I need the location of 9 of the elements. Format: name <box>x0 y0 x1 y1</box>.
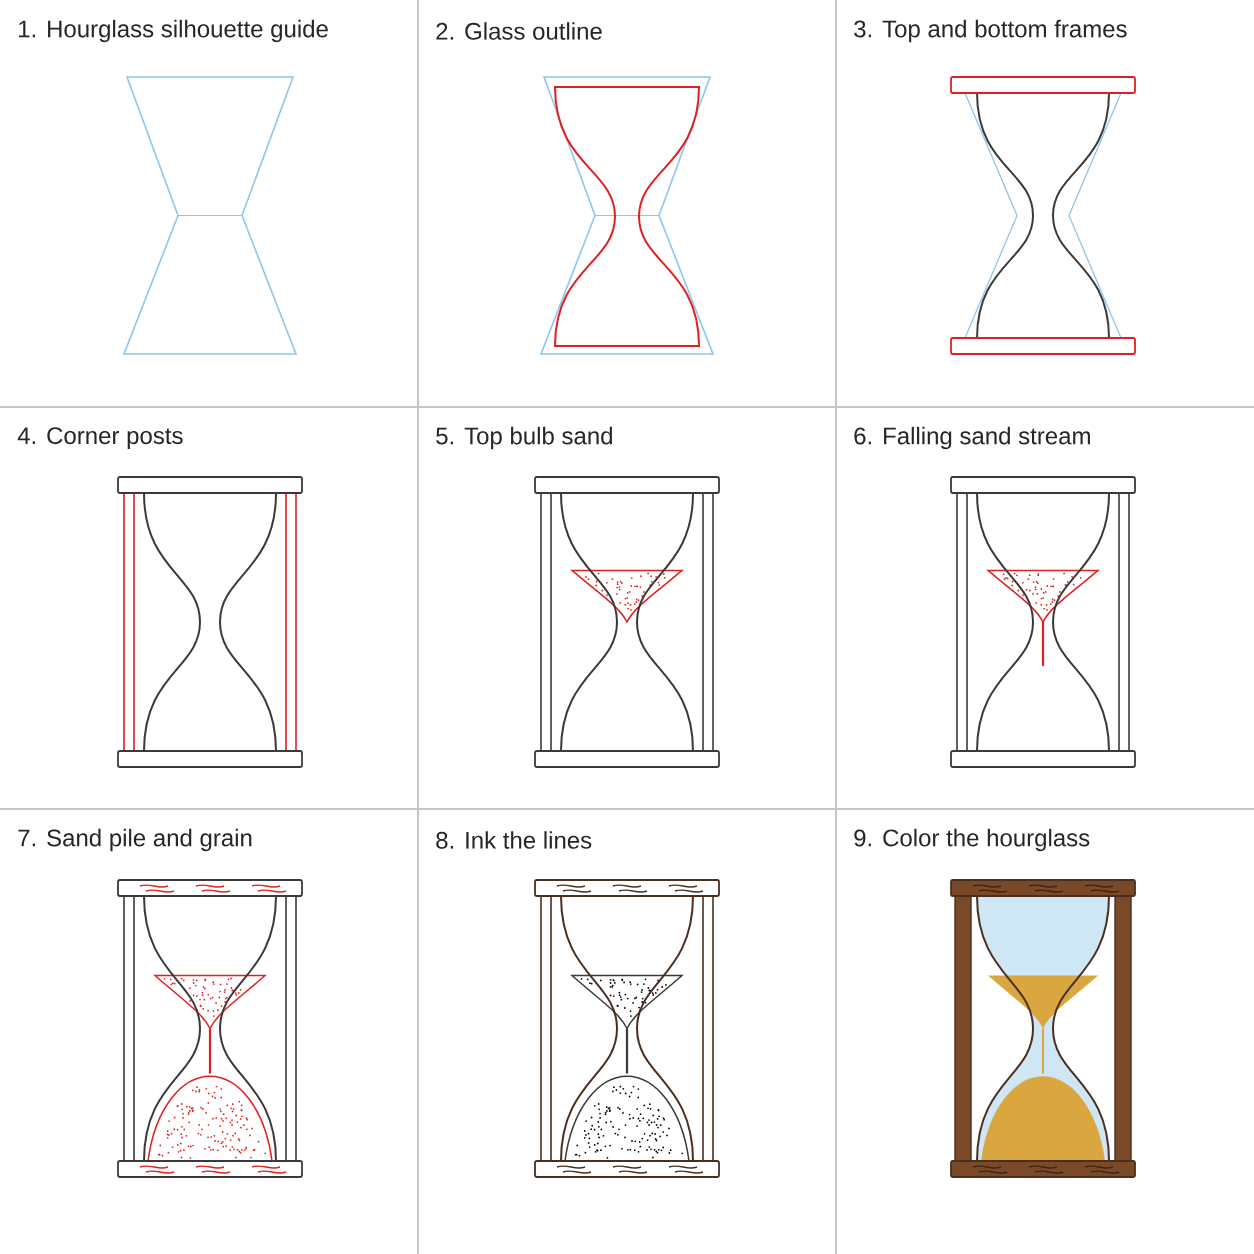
step-title: 4. Corner posts <box>17 427 183 449</box>
step-title: 8. Ink the lines <box>436 831 592 849</box>
step-title: 9. Color the hourglass <box>854 828 1090 852</box>
step-title: 6. Falling sand stream <box>854 426 1090 450</box>
step-title: 5. Top bulb sand <box>436 426 612 450</box>
step-title: 3. Top and bottom frames <box>854 19 1127 43</box>
step-title: 7. Sand pile and grain <box>18 828 252 852</box>
step-title: 2. Glass outline <box>436 22 602 40</box>
step-title: 1. Hourglass silhouette guide <box>19 19 328 43</box>
